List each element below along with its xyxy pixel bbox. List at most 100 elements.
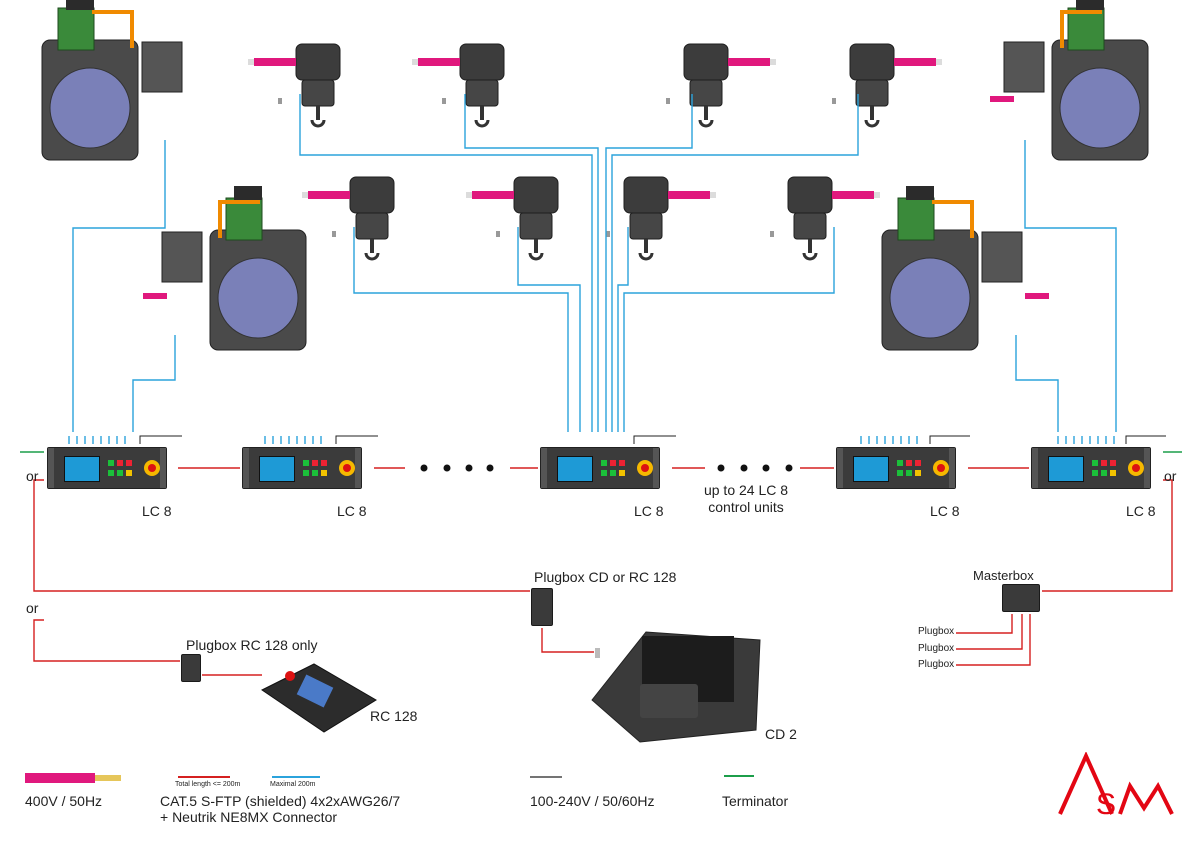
lc8-unit-4-button-1 <box>897 460 903 466</box>
link-master-plugbox-3 <box>956 614 1031 666</box>
cable-hoist-mid-1 <box>353 227 569 432</box>
link-or-plugbox-rc <box>33 619 180 662</box>
hoist-top-2-power-tail <box>412 59 418 65</box>
rotator-1-driver-box <box>141 41 183 93</box>
lc8-unit-5-button-1 <box>1092 460 1098 466</box>
chain-dot-8 <box>785 464 793 472</box>
cd2-connector <box>595 648 600 658</box>
link-lc5-masterbox <box>1042 479 1173 592</box>
hoist-mid-4-body <box>787 176 833 214</box>
hoist-top-3-data-plug <box>666 98 670 104</box>
or-label-right: or <box>1164 468 1177 484</box>
mains-stub-4 <box>929 435 970 444</box>
hoist-top-3-chain <box>704 106 708 120</box>
hoist-mid-1-data-plug <box>332 231 336 237</box>
lc8-unit-1-button-3 <box>126 460 132 466</box>
plugbox-cd-rc-label: Plugbox CD or RC 128 <box>534 569 677 585</box>
asm-logo: S <box>1058 752 1174 821</box>
mains-stub-3 <box>633 435 676 444</box>
rc128-screen <box>296 674 334 708</box>
lc8-unit-2-button-4 <box>303 470 309 476</box>
rotator-2-cable-orange <box>218 200 260 238</box>
hoist-top-3-hook <box>698 119 714 128</box>
chain-dot-3 <box>465 464 473 472</box>
cable-rotator-2 <box>132 335 176 432</box>
rotator-2-power-cable <box>143 293 167 299</box>
rotator-1-motor <box>57 7 95 51</box>
cable-hoist-top-1 <box>299 94 593 432</box>
link-master-plugbox-1 <box>956 614 1013 634</box>
hoist-top-1-power-cable <box>254 58 296 66</box>
lc8-unit-3 <box>540 447 660 489</box>
plugbox-cd-rc <box>531 588 553 626</box>
hoist-mid-1-power-cable <box>308 191 350 199</box>
hoist-top-1-power-tail <box>248 59 254 65</box>
plugbox-rc128-only-label: Plugbox RC 128 only <box>186 637 318 653</box>
chain-count-label: up to 24 LC 8 control units <box>703 482 789 515</box>
hoist-top-2-power-cable <box>418 58 460 66</box>
hoist-mid-2-power-cable <box>472 191 514 199</box>
rotator-1-motor-top <box>66 0 94 10</box>
hoist-mid-1-power-tail <box>302 192 308 198</box>
lc8-unit-3-ear-left <box>541 448 547 488</box>
lc8-unit-4-button-6 <box>915 470 921 476</box>
chain-dot-6 <box>740 464 748 472</box>
hoist-top-3-body <box>683 43 729 81</box>
cable-hoist-top-4 <box>611 94 859 432</box>
link-master-plugbox-2 <box>956 614 1023 650</box>
lc8-unit-3-ear-right <box>653 448 659 488</box>
lc8-unit-2-ear-right <box>355 448 361 488</box>
lc8-label-3: LC 8 <box>634 503 664 519</box>
hoist-mid-2-body <box>513 176 559 214</box>
lc8-unit-3-button-6 <box>619 470 625 476</box>
lc8-unit-2-button-1 <box>303 460 309 466</box>
rotator-2-driver-box <box>161 231 203 283</box>
lc8-unit-1 <box>47 447 167 489</box>
hoist-top-1-body <box>295 43 341 81</box>
lc8-unit-1-button-4 <box>108 470 114 476</box>
hoist-top-1-chain <box>316 106 320 120</box>
rotator-3-cable-orange <box>932 200 974 238</box>
hoist-top-1-hook <box>310 119 326 128</box>
masterbox-label: Masterbox <box>973 568 1034 583</box>
link-plugbox-cd2 <box>541 628 594 653</box>
lc8-unit-3-button-3 <box>619 460 625 466</box>
hoist-mid-1-chain-bag <box>355 212 389 240</box>
hoist-top-4-power-tail <box>936 59 942 65</box>
hoist-top-4-chain-bag <box>855 79 889 107</box>
hoist-top-2-body <box>459 43 505 81</box>
rotator-4-driver-box <box>1003 41 1045 93</box>
hoist-mid-4-power-cable <box>832 191 874 199</box>
lc8-unit-4-button-3 <box>915 460 921 466</box>
lc8-unit-5-screen <box>1048 456 1084 482</box>
lc8-unit-1-estop <box>144 460 160 476</box>
lc8-unit-1-ear-left <box>48 448 54 488</box>
rotator-3-motor <box>897 197 935 241</box>
legend-cat5-label: CAT.5 S-FTP (shielded) 4x2xAWG26/7 <box>160 793 401 809</box>
lc8-label-2: LC 8 <box>337 503 367 519</box>
hoist-mid-3-power-cable <box>668 191 710 199</box>
lc8-unit-2-button-3 <box>321 460 327 466</box>
lc8-unit-5-button-6 <box>1110 470 1116 476</box>
plugbox-rc128-unit <box>181 654 201 682</box>
lc8-unit-5-button-2 <box>1101 460 1107 466</box>
lc8-unit-5-ear-right <box>1144 448 1150 488</box>
hoist-mid-3-hook <box>638 252 654 261</box>
lc8-unit-1-screen <box>64 456 100 482</box>
plugbox-label-3: Plugbox <box>918 659 955 670</box>
cable-hoist-top-3 <box>605 94 693 432</box>
hoist-top-2-data-plug <box>442 98 446 104</box>
hoist-top-4-hook <box>864 119 880 128</box>
hoist-mid-1-body <box>349 176 395 214</box>
rotator-4-power-cable <box>990 96 1014 102</box>
hoist-mid-4-hook <box>802 252 818 261</box>
lc8-unit-1-ear-right <box>160 448 166 488</box>
hoist-top-2-chain <box>480 106 484 120</box>
hoist-mid-2-chain-bag <box>519 212 553 240</box>
rotator-4-cable-orange <box>1060 10 1102 48</box>
rotator-1-turntable <box>49 67 131 149</box>
rotator-4-motor <box>1067 7 1105 51</box>
hoist-top-4-chain <box>870 106 874 120</box>
plugbox-label-2: Plugbox <box>918 643 955 654</box>
